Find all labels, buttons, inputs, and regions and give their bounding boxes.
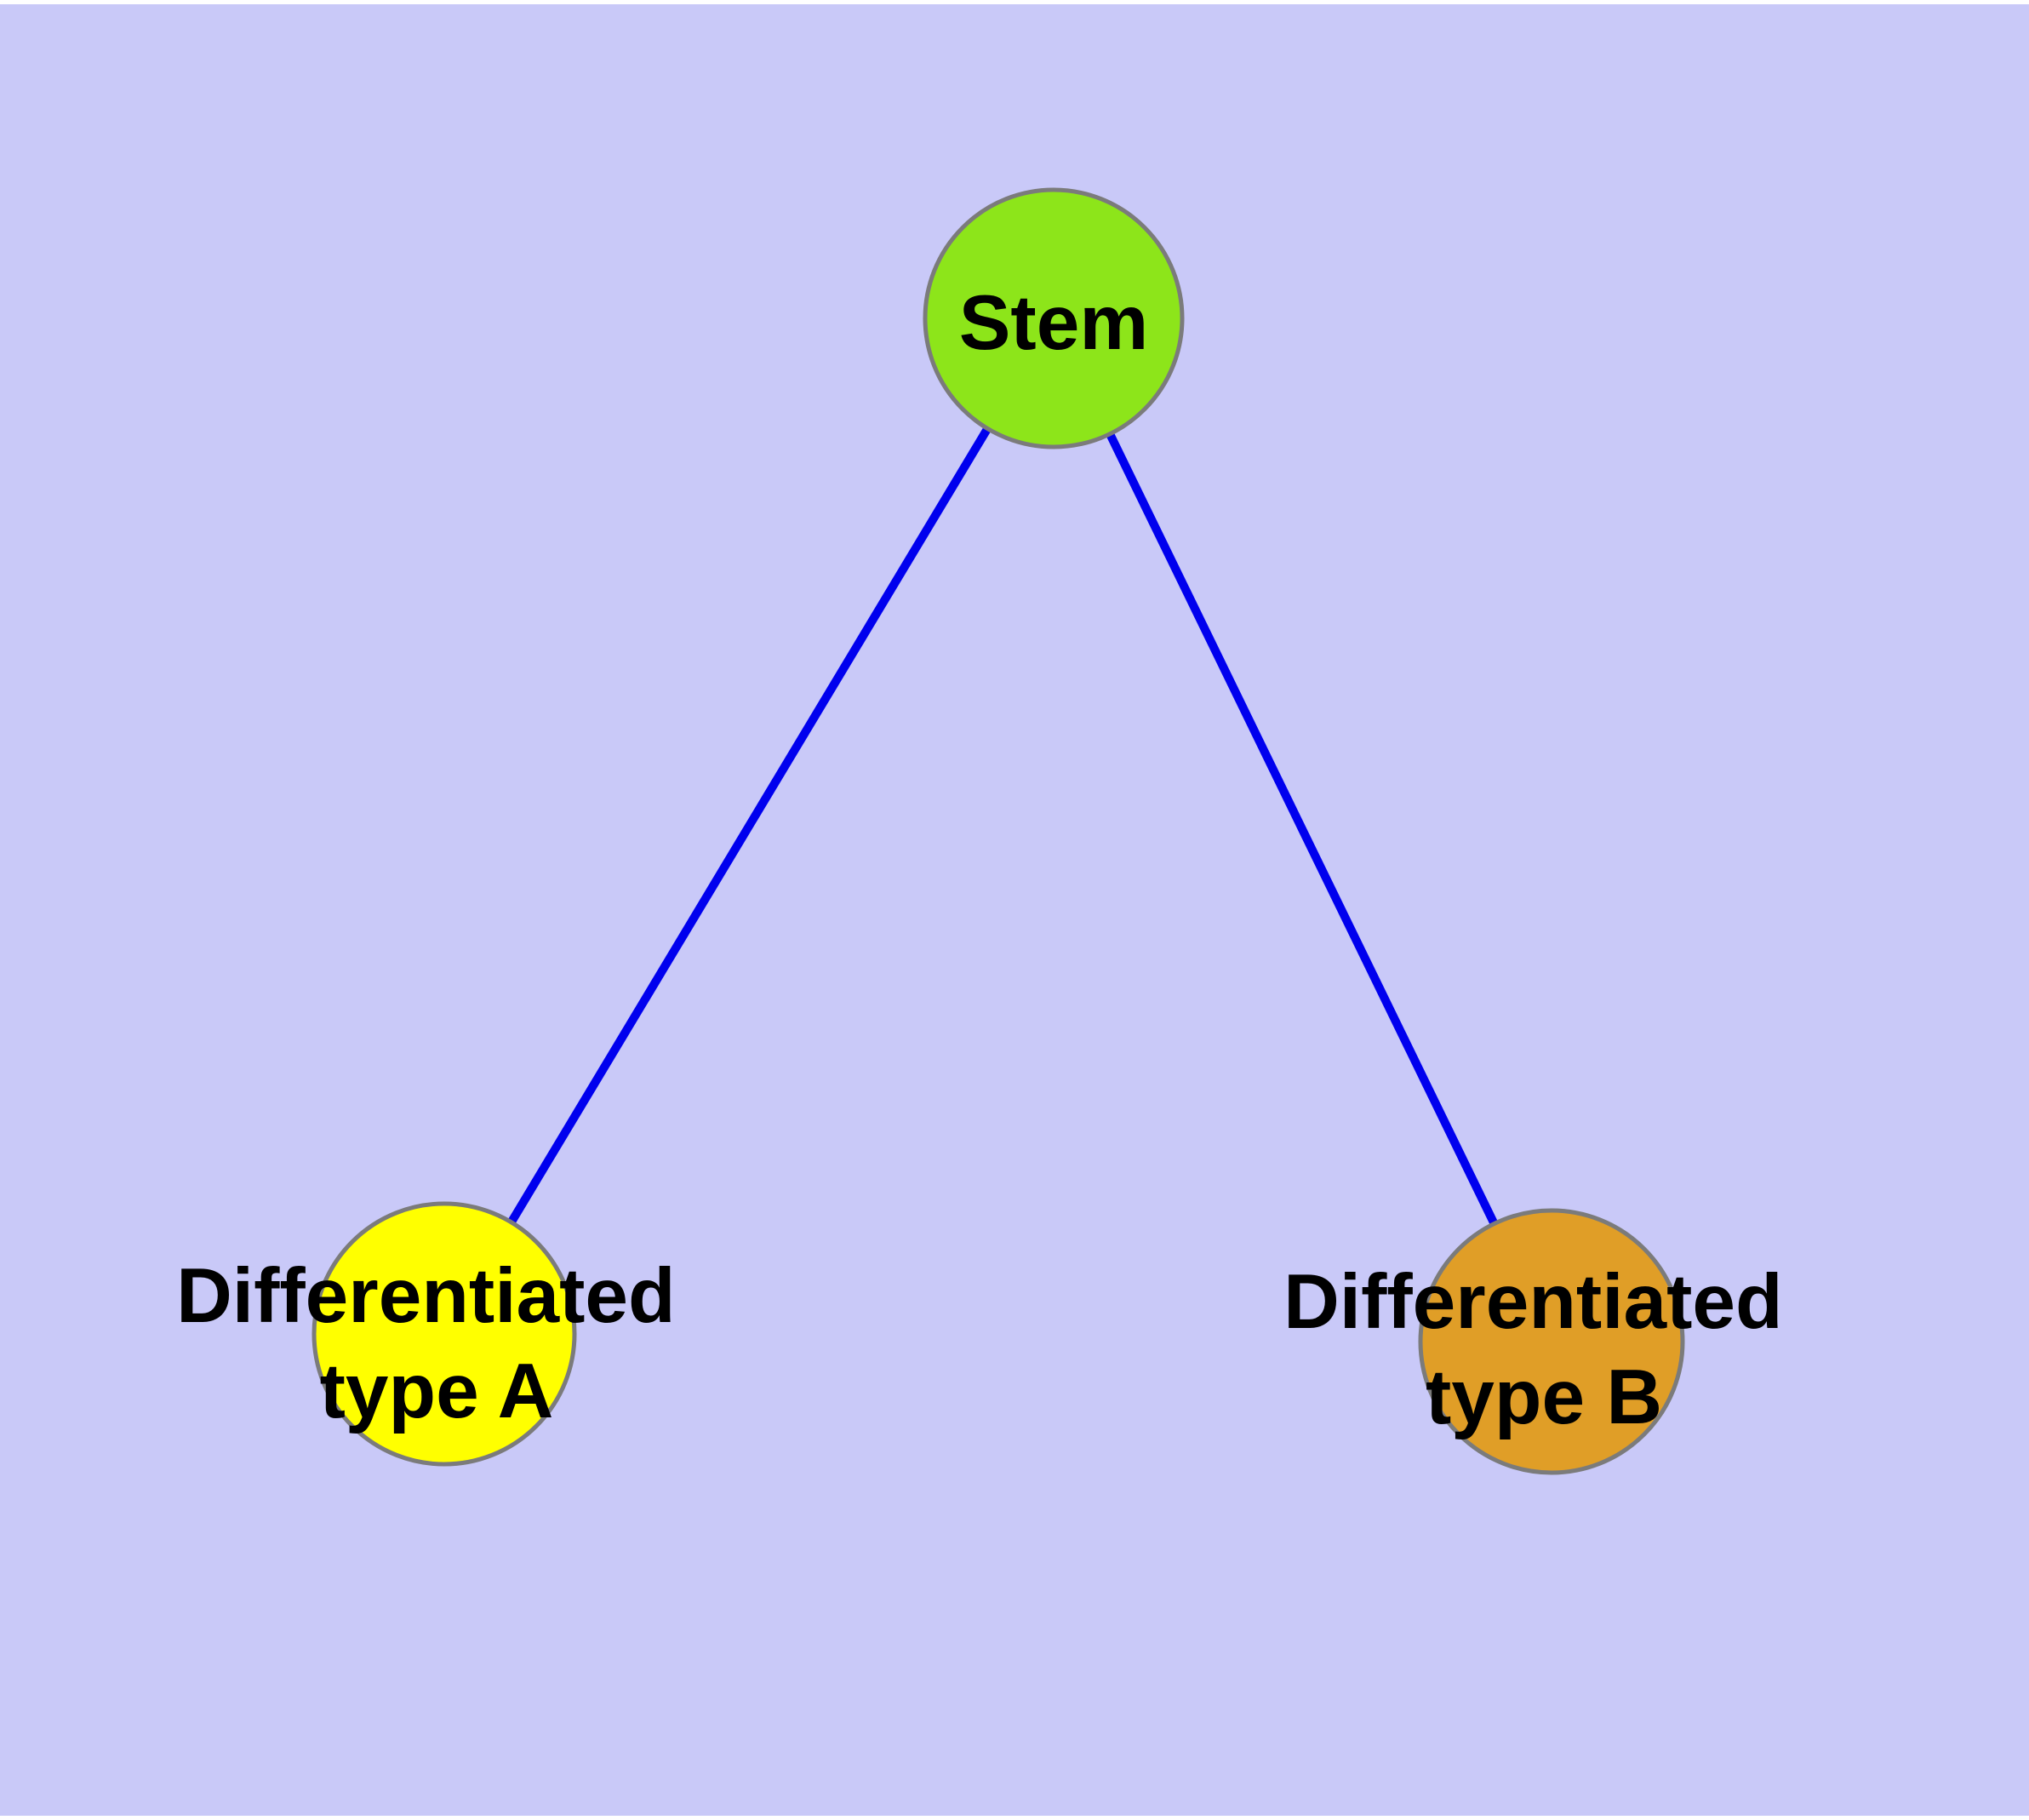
node-type-b-label-line2: type B [1426,1354,1662,1440]
node-type-b-circle [1418,1208,1685,1475]
node-stem-label: Stem [959,280,1149,366]
node-type-a-label: Differentiated type A [176,1253,697,1434]
node-stem-circle [923,187,1185,449]
edge-stem-to-type-b [1049,316,1556,1344]
node-type-a-label-line1: Differentiated [176,1253,676,1339]
node-type-b-label-line1: Differentiated [1283,1259,1783,1345]
node-type-a-label-line2: type A [320,1348,554,1434]
edge-stem-to-type-a [440,316,1058,1336]
node-type-b-label: Differentiated type B [1283,1259,1804,1440]
node-type-a-circle [311,1201,577,1467]
